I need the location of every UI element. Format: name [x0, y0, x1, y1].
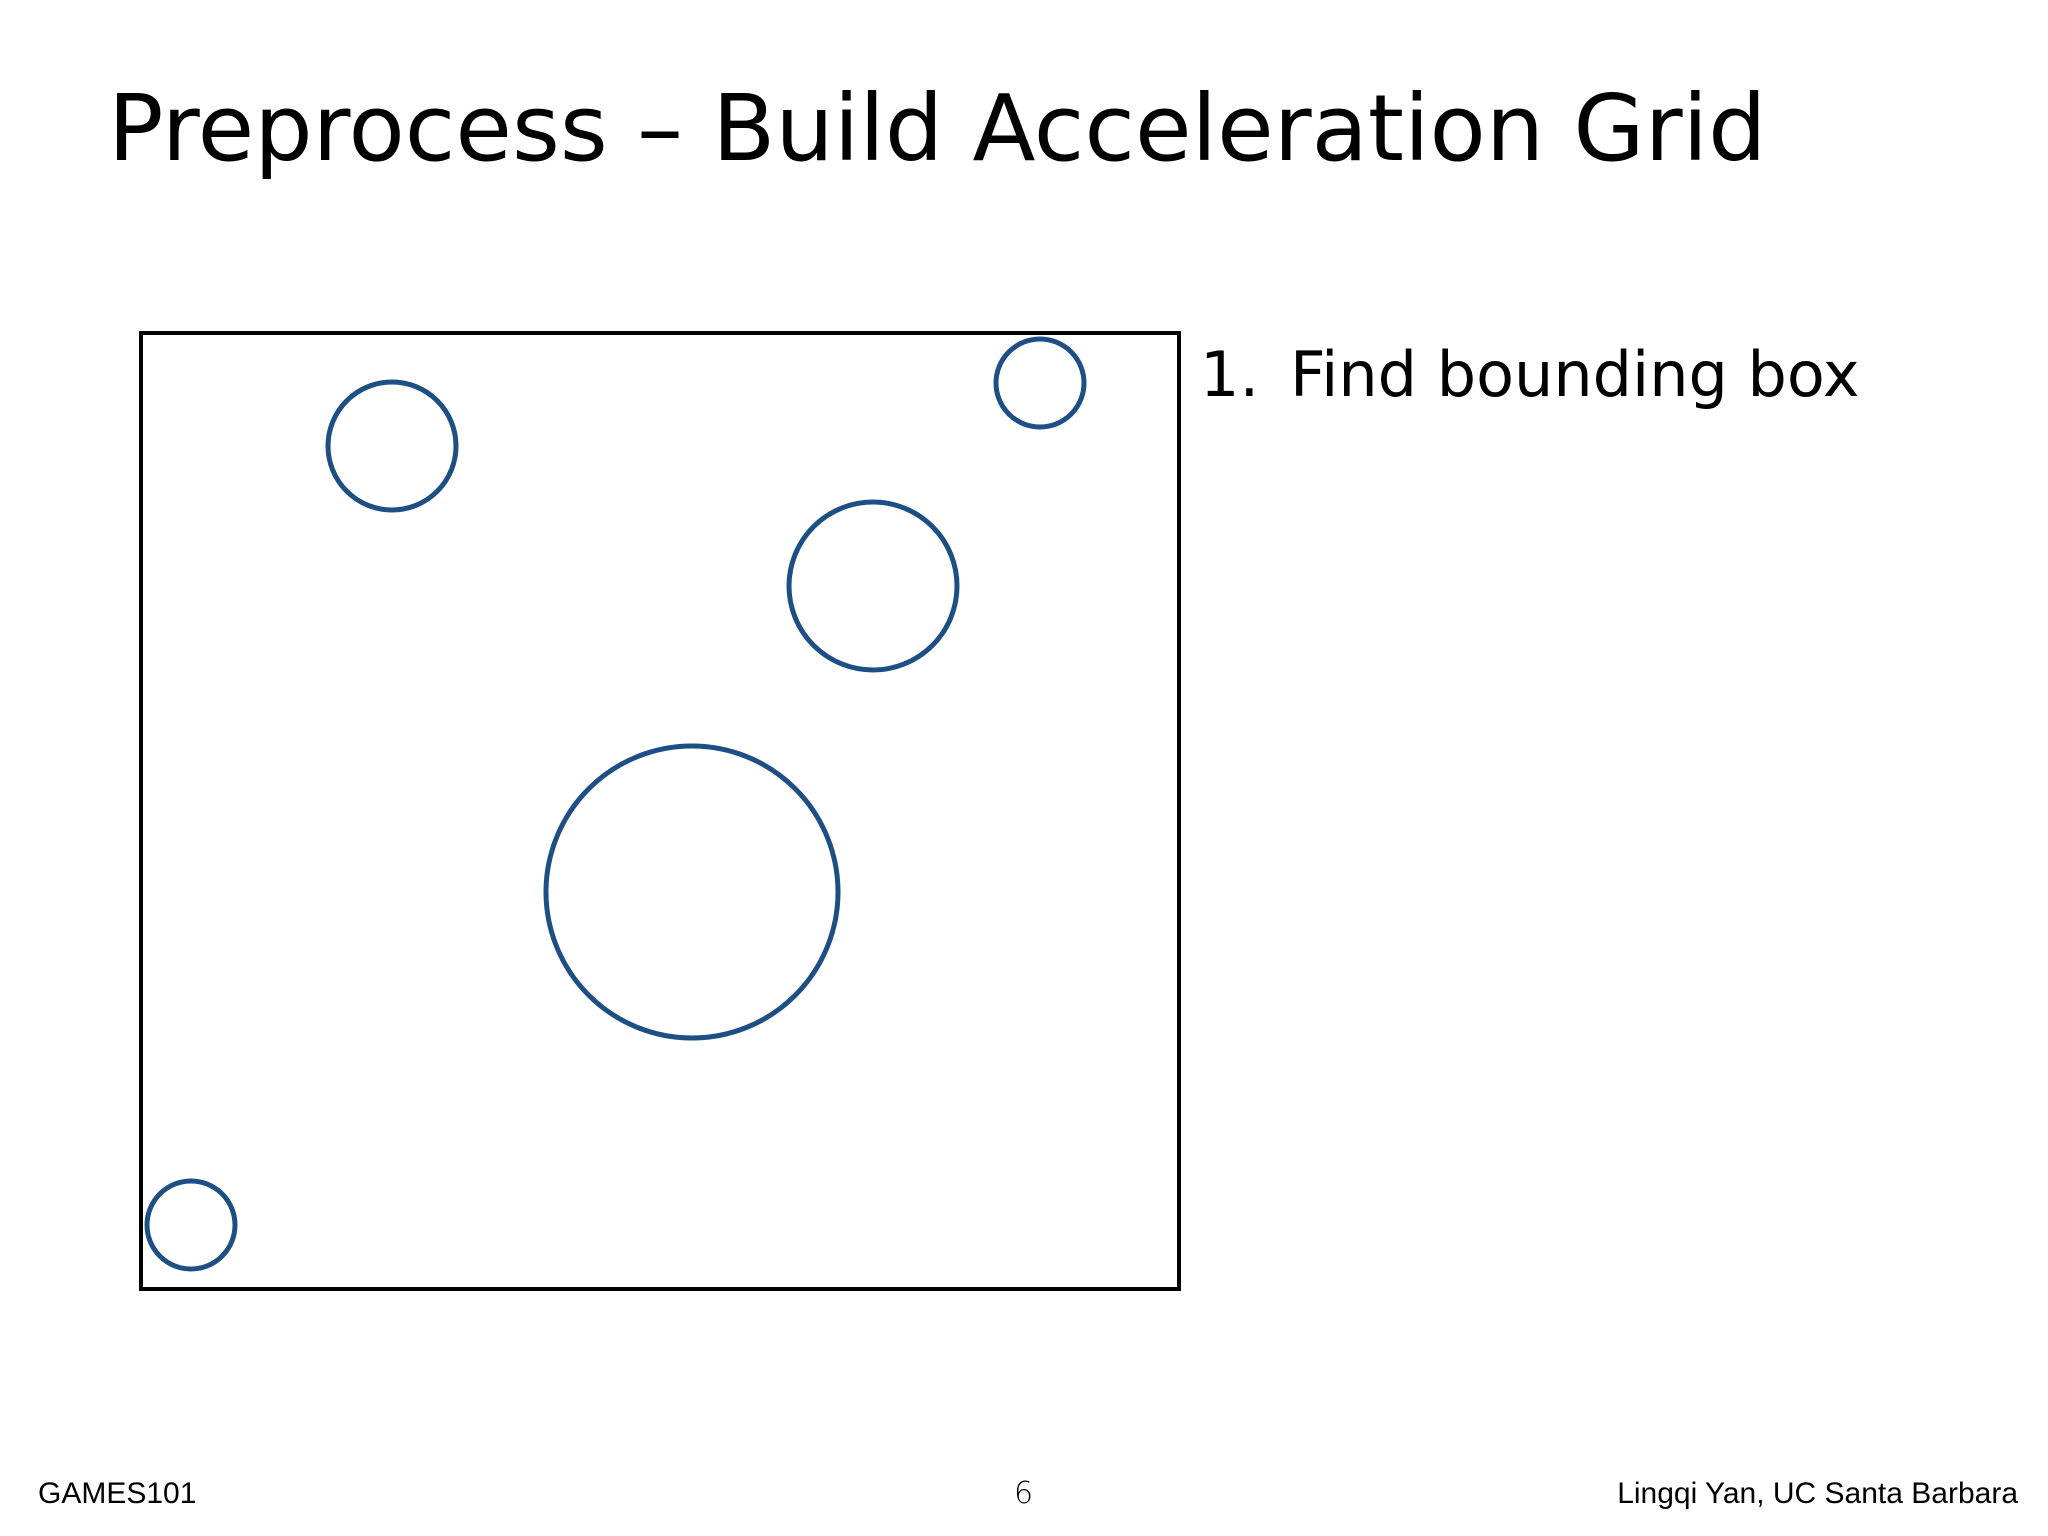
- step-text: Find bounding box: [1290, 338, 1860, 411]
- object-circle-large: [543, 743, 841, 1041]
- footer-course: GAMES101: [38, 1477, 197, 1510]
- slide-title: Preprocess – Build Acceleration Grid: [108, 75, 1767, 182]
- object-circle-tiny-bottom-left: [144, 1178, 238, 1272]
- step-number: 1.: [1200, 338, 1260, 411]
- object-circle-medium: [786, 499, 960, 673]
- footer-author: Lingqi Yan, UC Santa Barbara: [1617, 1477, 2018, 1510]
- footer-page-number: 6: [1014, 1476, 1034, 1511]
- bounding-box: [139, 331, 1181, 1291]
- steps-list: 1. Find bounding box: [1200, 338, 1860, 412]
- object-circle-tiny-top-right: [993, 336, 1087, 430]
- object-circle-small-top-left: [325, 379, 459, 513]
- step-item: 1. Find bounding box: [1200, 338, 1860, 412]
